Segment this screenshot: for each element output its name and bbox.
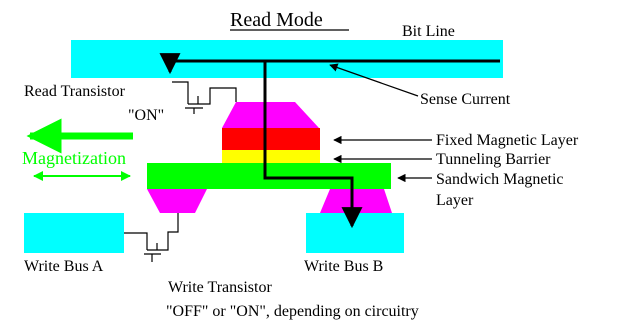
magnetization-label: Magnetization xyxy=(22,148,126,168)
lower-contact-right xyxy=(320,189,392,213)
write-bus-b-label: Write Bus B xyxy=(304,258,383,275)
sense-current-arrow xyxy=(329,63,419,97)
sense-current-label: Sense Current xyxy=(420,91,511,108)
upper-contact xyxy=(222,102,319,128)
read-transistor-label: Read Transistor xyxy=(24,83,126,100)
tunneling-barrier-label: Tunneling Barrier xyxy=(436,151,551,168)
sense-current-path-down xyxy=(263,61,363,229)
fixed-layer-label: Fixed Magnetic Layer xyxy=(436,132,579,149)
bit-line xyxy=(71,40,503,78)
diagram-title: Read Mode xyxy=(230,9,323,31)
bit-line-label: Bit Line xyxy=(402,23,455,40)
write-transistor-state: "OFF" or "ON", depending on circuitry xyxy=(166,303,419,320)
write-bus-a-label: Write Bus A xyxy=(24,258,104,275)
tunneling-barrier xyxy=(222,150,320,163)
lower-contact-left xyxy=(147,189,207,213)
write-bus-b xyxy=(306,213,404,253)
sandwich-magnetic-layer xyxy=(147,163,391,189)
write-transistor-label: Write Transistor xyxy=(168,279,272,296)
sandwich-layer-label-line1: Sandwich Magnetic xyxy=(436,171,564,188)
read-transistor-state: "ON" xyxy=(128,107,164,124)
read-transistor-symbol xyxy=(172,81,237,114)
fixed-magnetic-layer xyxy=(222,128,320,150)
sandwich-layer-label-line2: Layer xyxy=(436,192,474,209)
write-bus-a xyxy=(24,213,124,253)
write-transistor-symbol xyxy=(124,213,179,262)
sense-current-path xyxy=(159,53,500,75)
